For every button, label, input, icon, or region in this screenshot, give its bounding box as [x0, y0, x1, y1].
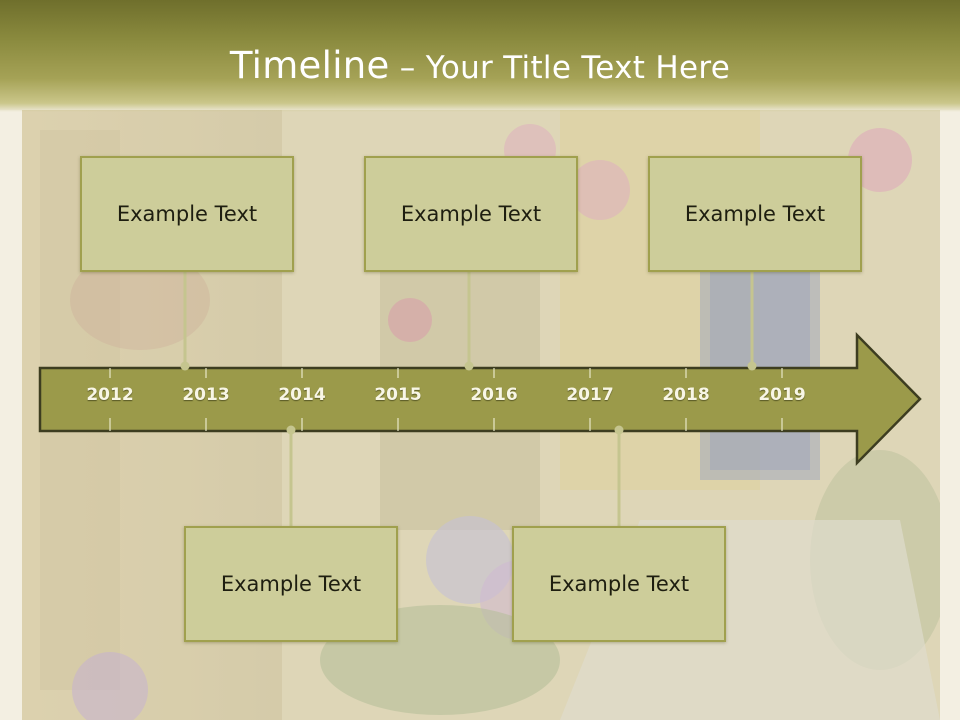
year-label: 2018 — [662, 385, 710, 405]
year-label: 2019 — [758, 385, 806, 405]
connector-dot — [614, 425, 624, 435]
title-subtitle: Your Title Text Here — [425, 50, 731, 86]
arrow-shape — [38, 331, 922, 467]
year-label: 2014 — [278, 385, 326, 405]
title-separator: – — [389, 50, 426, 86]
year-label: 2017 — [566, 385, 614, 405]
connector-dot — [180, 361, 190, 371]
connector-dot — [286, 425, 296, 435]
connector-dot — [747, 361, 757, 371]
year-label: 2015 — [374, 385, 422, 405]
event-card-top[interactable]: Example Text — [80, 156, 294, 272]
event-card-bottom[interactable]: Example Text — [184, 526, 398, 642]
year-ticks — [109, 368, 783, 431]
slide-title: Timeline – Your Title Text Here — [0, 42, 960, 92]
event-card-top[interactable]: Example Text — [648, 156, 862, 272]
event-card-top[interactable]: Example Text — [364, 156, 578, 272]
year-label: 2012 — [86, 385, 134, 405]
event-card-bottom[interactable]: Example Text — [512, 526, 726, 642]
title-band — [0, 0, 960, 112]
title-main: Timeline — [229, 44, 390, 87]
year-label: 2013 — [182, 385, 230, 405]
connector-dot — [464, 361, 474, 371]
year-label: 2016 — [470, 385, 518, 405]
